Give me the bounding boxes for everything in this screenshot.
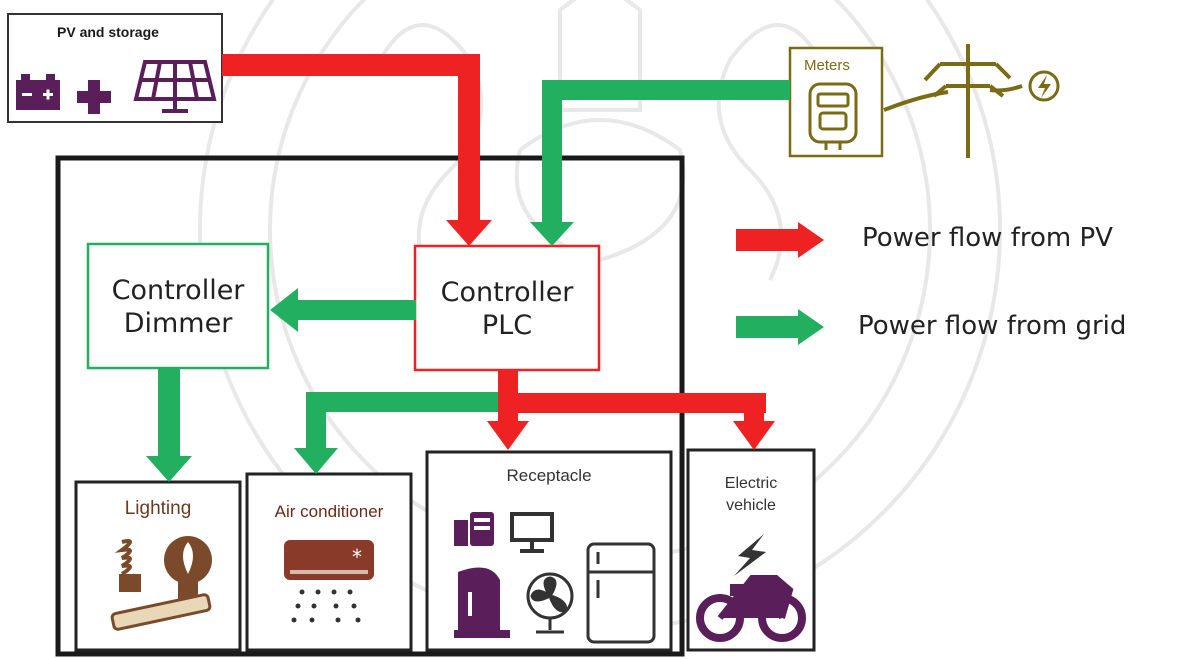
legend-pv-arrow xyxy=(736,222,824,258)
cfl-bulb-icon xyxy=(114,539,141,592)
lighting-box xyxy=(74,480,242,652)
controller-plc-line1: Controller xyxy=(440,277,574,308)
pv-flow-segment-receptacle xyxy=(498,393,518,423)
pv-storage-title: PV and storage xyxy=(57,24,159,40)
battery-icon xyxy=(16,74,60,110)
grid-flow-segment-ac-horizontal xyxy=(306,392,498,412)
legend-grid-label: Power flow from grid xyxy=(858,311,1127,341)
pv-flow-arrows xyxy=(222,54,775,450)
electric-vehicle-line1: Electric xyxy=(724,475,778,492)
air-conditioner-icon: * xyxy=(284,540,374,623)
grid-flow-arrowhead-lighting xyxy=(146,456,192,482)
pv-flow-segment-down xyxy=(458,54,480,222)
fan-icon xyxy=(526,572,574,634)
air-conditioner-label: Air conditioner xyxy=(274,502,384,521)
grid-flow-segment-lighting xyxy=(158,368,180,458)
meters-box xyxy=(788,46,884,158)
legend-pv-label: Power flow from PV xyxy=(862,223,1113,253)
pv-flow-segment-horizontal xyxy=(498,393,766,413)
electric-vehicle-line2: vehicle xyxy=(726,497,776,514)
grid-flow-segment-ac-down xyxy=(306,392,326,450)
pv-flow-arrowhead-receptacle xyxy=(487,421,529,450)
receptacle-label: Receptacle xyxy=(506,466,592,485)
grid-flow-arrowhead-ac xyxy=(294,448,338,474)
controller-plc-line2: PLC xyxy=(481,310,533,341)
motorcycle-icon xyxy=(696,575,806,642)
grid-flow-arrowhead-plc xyxy=(530,222,574,246)
controller-plc-label: Controller PLC xyxy=(415,276,599,342)
meters-title: Meters xyxy=(804,57,850,74)
pv-flow-arrowhead-plc xyxy=(446,220,492,246)
pv-flow-arrowhead-ev xyxy=(733,421,775,450)
lighting-label: Lighting xyxy=(124,498,192,519)
lightning-icon xyxy=(734,534,766,576)
power-pole-icon xyxy=(883,44,1023,158)
controller-dimmer-box xyxy=(86,242,270,370)
fluorescent-tube-icon xyxy=(110,593,212,631)
solar-panel-icon xyxy=(133,60,217,113)
lightning-circle-icon xyxy=(1028,70,1060,102)
controller-dimmer-line1: Controller xyxy=(111,275,245,306)
controller-plc-box xyxy=(413,244,601,372)
controller-dimmer-line2: Dimmer xyxy=(123,308,233,339)
grid-flow-segment-top xyxy=(542,80,790,100)
controller-dimmer-label: Controller Dimmer xyxy=(88,274,268,340)
blender-icon xyxy=(454,512,494,546)
svg-text:*: * xyxy=(352,545,362,569)
pv-flow-segment-ev xyxy=(744,393,764,423)
meter-icon xyxy=(808,82,858,150)
plus-icon xyxy=(77,80,111,114)
pv-flow-segment-top xyxy=(222,54,480,76)
electric-vehicle-label: Electric vehicle xyxy=(688,473,814,517)
grid-flow-arrows xyxy=(146,80,790,482)
kettle-icon xyxy=(454,567,510,638)
grid-flow-segment-down xyxy=(542,80,562,224)
grid-flow-arrowhead-dimmer xyxy=(270,288,298,332)
legend-grid-arrow xyxy=(736,309,824,345)
led-bulb-icon xyxy=(164,536,212,600)
refrigerator-icon xyxy=(586,542,656,644)
grid-flow-segment-dimmer xyxy=(296,300,416,320)
monitor-icon xyxy=(510,512,554,553)
